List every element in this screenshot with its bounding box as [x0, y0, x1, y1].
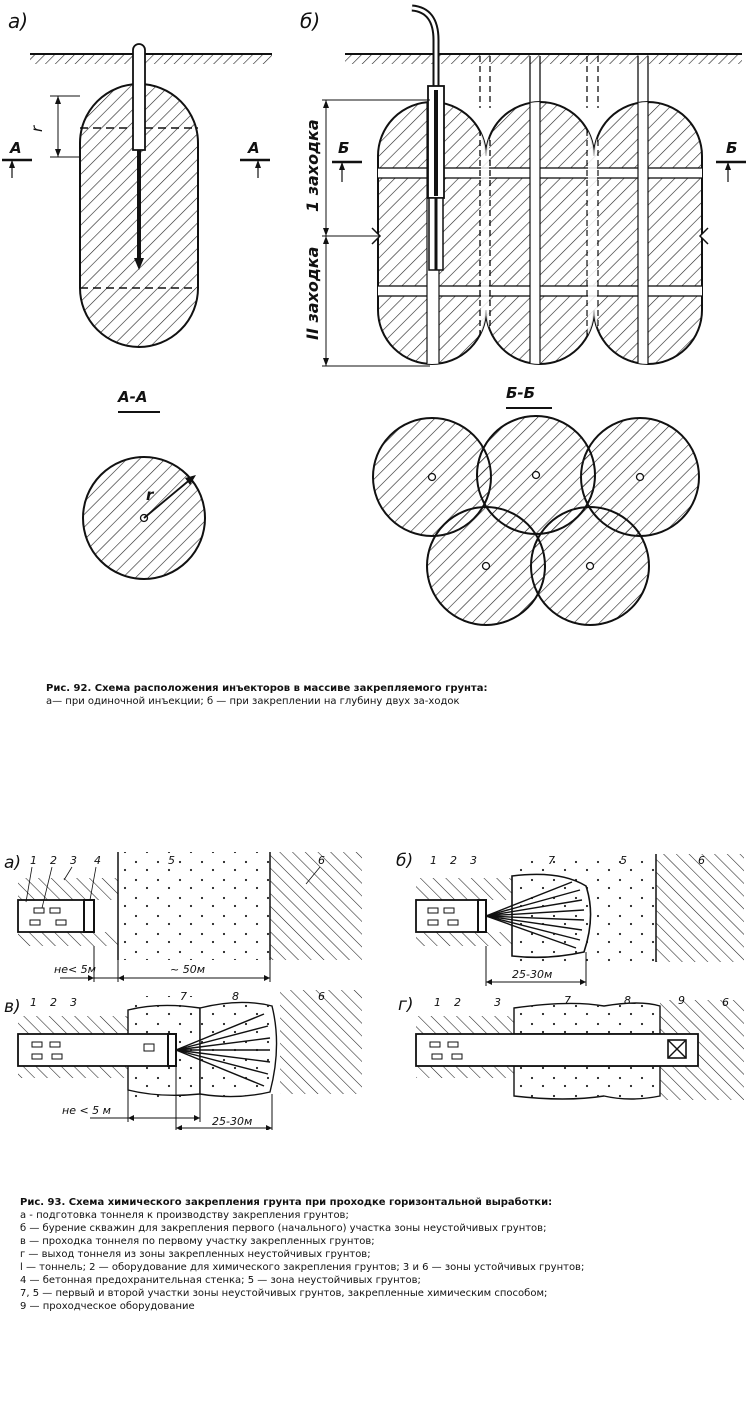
svg-text:4: 4 — [94, 854, 101, 867]
svg-text:9: 9 — [678, 994, 685, 1007]
fig93-panel-v: в) 1 2 3 7 8 6 — [4, 990, 362, 1130]
fig93-caption-line-4: l — тоннель; 2 — оборудование для химиче… — [20, 1262, 585, 1273]
svg-text:1: 1 — [30, 854, 37, 867]
svg-text:3: 3 — [470, 854, 477, 867]
radius-arrow — [143, 477, 193, 519]
fig92-part-a: а) r А А — [2, 9, 272, 348]
injector-column-3 — [637, 102, 649, 364]
svg-text:6: 6 — [722, 996, 729, 1009]
injector-tip — [134, 258, 144, 270]
section-bb-title: Б-Б — [506, 384, 535, 402]
svg-text:5: 5 — [620, 854, 627, 867]
svg-text:6: 6 — [318, 854, 325, 867]
figure-92-injector-layout: а) r А А А-А r — [2, 4, 746, 626]
drill-holes-b — [485, 881, 585, 949]
svg-text:6: 6 — [698, 854, 705, 867]
fig92-caption: Рис. 92. Схема расположения инъекторов в… — [46, 682, 736, 708]
fig93-caption-line-1: б — бурение скважин для закрепления перв… — [20, 1223, 547, 1234]
svg-text:7: 7 — [180, 990, 187, 1003]
drill-holes-v — [175, 1013, 271, 1087]
stable-zone-6 — [270, 852, 362, 960]
svg-text:8: 8 — [624, 994, 631, 1007]
dim-25-30-v: 25-30м — [212, 1115, 252, 1128]
svg-text:3: 3 — [494, 996, 501, 1009]
fig93-panel-a: а) 1 2 3 4 5 6 не< 5м ~ 50м — [4, 852, 362, 982]
tunnel-b — [415, 899, 479, 933]
svg-text:7: 7 — [564, 994, 571, 1007]
fig92-section-bb: Б-Б — [372, 384, 700, 626]
zahodka-2-label: II заходка — [303, 247, 322, 340]
fig92-part-b: б) — [300, 4, 746, 367]
fig92-caption-text: а— при одиночной инъекции; б — при закре… — [46, 696, 460, 707]
svg-text:2: 2 — [454, 996, 461, 1009]
radius-label: r — [28, 125, 46, 132]
fig93-caption-line-2: в — проходка тоннеля по первому участку … — [20, 1236, 375, 1247]
fig93-panel-b: б) 1 2 3 7 5 6 25-30м — [396, 851, 744, 986]
svg-text:1: 1 — [30, 996, 37, 1009]
svg-text:1: 1 — [434, 996, 441, 1009]
fig93-caption: Рис. 93. Схема химического закрепления г… — [20, 1196, 740, 1313]
fig92-section-aa: А-А r — [82, 388, 206, 580]
fig93-caption-line-7: 9 — проходческое оборудование — [20, 1301, 195, 1312]
dim-ne5-a: не< 5м — [54, 963, 96, 976]
fig93-caption-line-0: а - подготовка тоннеля к производству за… — [20, 1210, 349, 1221]
svg-text:6: 6 — [318, 990, 325, 1003]
dim-50m: ~ 50м — [170, 963, 205, 976]
svg-text:7: 7 — [548, 854, 555, 867]
ground-hatch — [30, 55, 272, 64]
tunnel-v — [17, 1033, 169, 1067]
fig93-label-a: а) — [4, 853, 21, 873]
section-mark-b-left: Б — [338, 139, 349, 157]
svg-text:3: 3 — [70, 854, 77, 867]
fig93-panel-g: г) 1 2 3 7 8 9 6 — [398, 994, 744, 1100]
svg-text:2: 2 — [50, 996, 57, 1009]
section-mark-b-right: Б — [726, 139, 737, 157]
fig93-label-g: г) — [398, 995, 414, 1015]
svg-text:3: 3 — [70, 996, 77, 1009]
svg-text:2: 2 — [50, 854, 57, 867]
fig93-caption-line-3: г — выход тоннеля из зоны закрепленных н… — [20, 1249, 371, 1260]
injector-pipe — [132, 43, 146, 151]
svg-text:8: 8 — [232, 990, 239, 1003]
svg-text:1: 1 — [430, 854, 437, 867]
fig93-label-b: б) — [396, 851, 413, 871]
fig93-label-v: в) — [4, 997, 21, 1017]
section-mark-a-left: А — [9, 139, 22, 157]
fig93-caption-title: Рис. 93. Схема химического закрепления г… — [20, 1197, 553, 1208]
injector-column-2 — [529, 102, 541, 364]
dim-25-30-b: 25-30м — [512, 968, 552, 981]
unstable-zone — [118, 852, 270, 960]
tunnel-a — [17, 899, 85, 933]
tunnel-g — [415, 1033, 699, 1067]
concrete-wall — [83, 899, 95, 933]
fig92-label-b: б) — [300, 9, 320, 33]
section-mark-a-right: А — [247, 139, 260, 157]
fig93-caption-line-6: 7, 5 — первый и второй участки зоны неус… — [20, 1288, 548, 1299]
dim-ne5-v: не < 5 м — [62, 1104, 111, 1117]
fig92-label-a: а) — [8, 9, 28, 33]
figure-93-chemical-grouting: а) 1 2 3 4 5 6 не< 5м ~ 50м б) — [4, 851, 744, 1130]
zahodka-1-label: 1 заходка — [303, 119, 322, 212]
section-aa-radius-label: r — [146, 486, 155, 504]
section-aa-title: А-А — [117, 388, 147, 406]
svg-text:5: 5 — [168, 854, 175, 867]
fig92-caption-title: Рис. 92. Схема расположения инъекторов в… — [46, 683, 488, 694]
svg-text:2: 2 — [450, 854, 457, 867]
fig93-caption-line-5: 4 — бетонная предохранительная стенка; 5… — [20, 1275, 421, 1286]
